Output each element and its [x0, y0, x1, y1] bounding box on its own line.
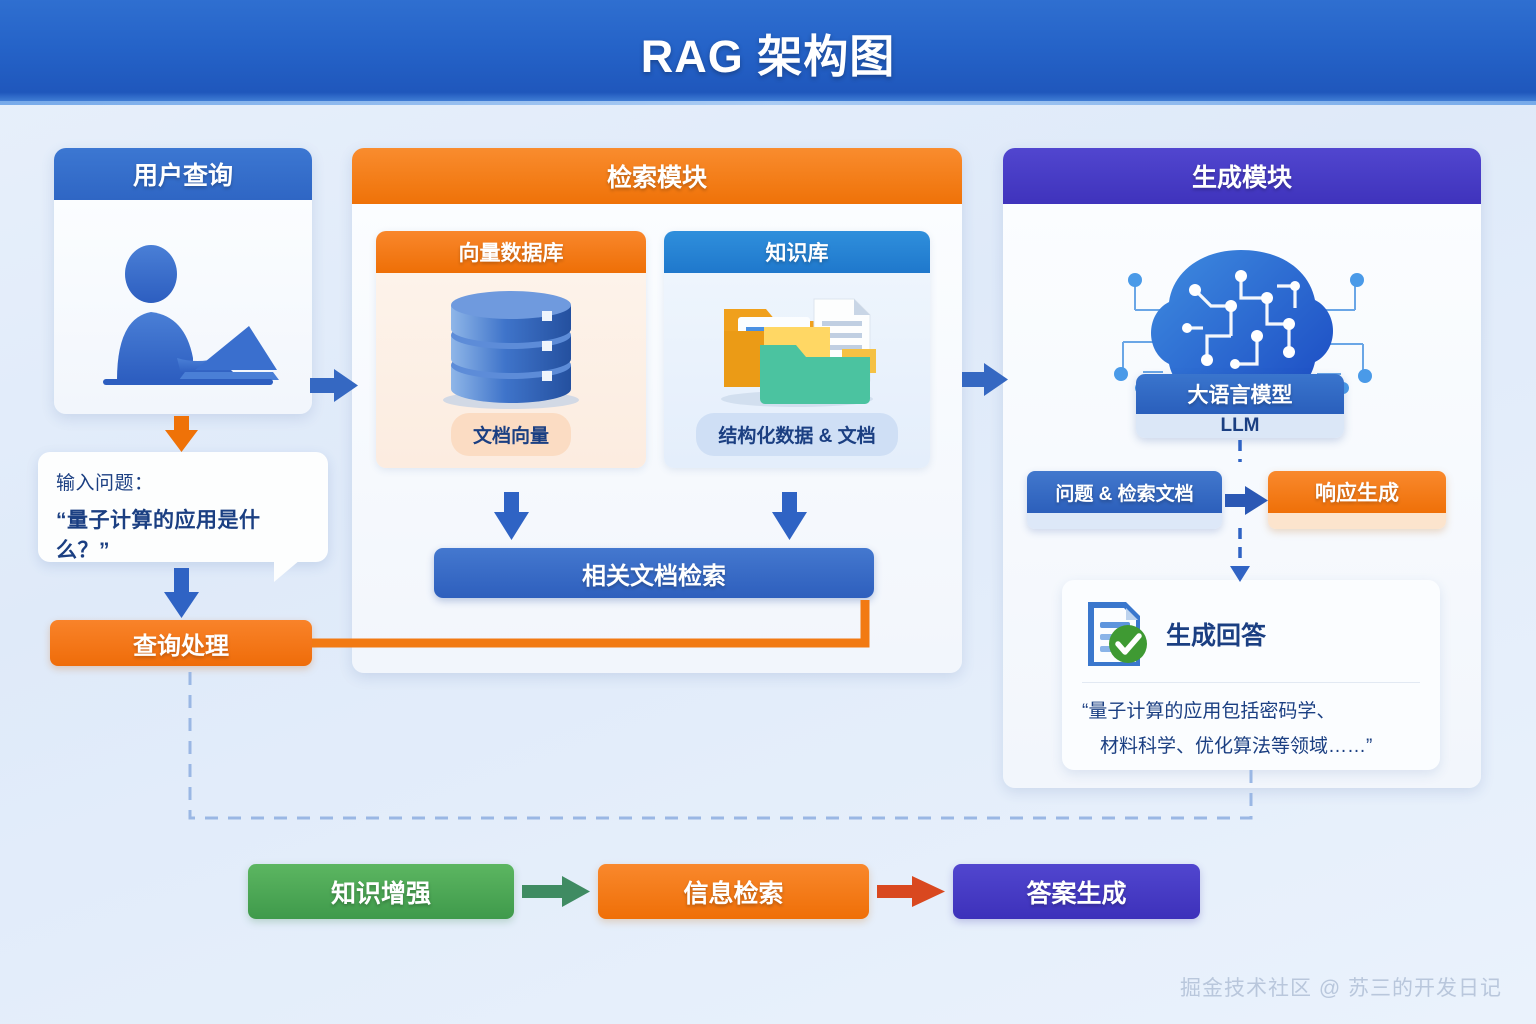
question-and-docs-footer	[1027, 513, 1222, 529]
user-query-panel-title: 用户查询	[54, 148, 312, 200]
vector-database-body: 文档向量	[376, 273, 646, 468]
arrow-flow-2-to-3	[877, 876, 945, 907]
flow-step-information-retrieval[interactable]: 信息检索	[598, 864, 869, 919]
retrieval-module-title: 检索模块	[352, 148, 962, 204]
bubble-tail	[274, 560, 300, 582]
vector-database-chip: 文档向量	[450, 413, 571, 456]
document-check-icon	[1088, 602, 1147, 666]
arrow-user-to-bubble	[165, 416, 198, 452]
vector-database-title: 向量数据库	[376, 231, 646, 273]
llm-subtitle: LLM	[1136, 414, 1344, 438]
generated-answer-title: 生成回答	[1166, 622, 1267, 650]
knowledge-base-body: 结构化数据 & 文档	[664, 273, 930, 468]
question-and-docs-box[interactable]: 问题 & 检索文档	[1027, 471, 1222, 529]
response-generation-box[interactable]: 响应生成	[1268, 471, 1446, 529]
folders-documents-icon	[721, 298, 876, 407]
bubble-label: 输入问题：	[56, 473, 154, 494]
database-cylinder-icon	[443, 291, 579, 409]
title-banner: RAG 架构图	[0, 0, 1536, 105]
user-query-panel-body	[54, 200, 312, 414]
relevant-doc-retrieval-box[interactable]: 相关文档检索	[434, 548, 874, 598]
response-generation-footer	[1268, 513, 1446, 529]
generated-answer-header: 生成回答	[1082, 598, 1420, 683]
bubble-question: “量子计算的应用是什么？”	[56, 509, 261, 562]
question-and-docs-label: 问题 & 检索文档	[1027, 471, 1222, 513]
arrow-user-to-retrieval	[310, 369, 358, 402]
query-process-box[interactable]: 查询处理	[50, 620, 312, 666]
input-question-bubble: 输入问题： “量子计算的应用是什么？”	[38, 452, 328, 582]
knowledge-base-chip: 结构化数据 & 文档	[696, 413, 898, 456]
generated-answer-line-2: 材料科学、优化算法等领域……”	[1100, 736, 1373, 758]
watermark: 掘金技术社区 @ 苏三的开发日记	[1180, 977, 1502, 1000]
flow-step-answer-generation[interactable]: 答案生成	[953, 864, 1200, 919]
llm-title: 大语言模型	[1136, 374, 1344, 414]
knowledge-base-title: 知识库	[664, 231, 930, 273]
generated-answer-line-1: “量子计算的应用包括密码学、	[1082, 701, 1336, 722]
llm-box: 大语言模型 LLM	[1136, 374, 1344, 438]
response-generation-label: 响应生成	[1268, 471, 1446, 513]
vector-database-card: 向量数据库	[376, 231, 646, 468]
knowledge-base-card: 知识库 结构化数据 & 文档	[664, 231, 930, 468]
arrow-flow-1-to-2	[522, 876, 590, 907]
arrow-retrieval-to-generation	[962, 363, 1008, 396]
person-at-laptop-icon	[54, 200, 312, 414]
flow-step-knowledge-augmentation[interactable]: 知识增强	[248, 864, 514, 919]
generation-module-title: 生成模块	[1003, 148, 1481, 204]
page-title: RAG 架构图	[640, 31, 896, 82]
user-query-panel: 用户查询	[54, 148, 312, 414]
generated-answer-card: 生成回答 “量子计算的应用包括密码学、 材料科学、优化算法等领域……”	[1062, 580, 1440, 770]
arrow-bubble-to-query	[164, 568, 199, 618]
